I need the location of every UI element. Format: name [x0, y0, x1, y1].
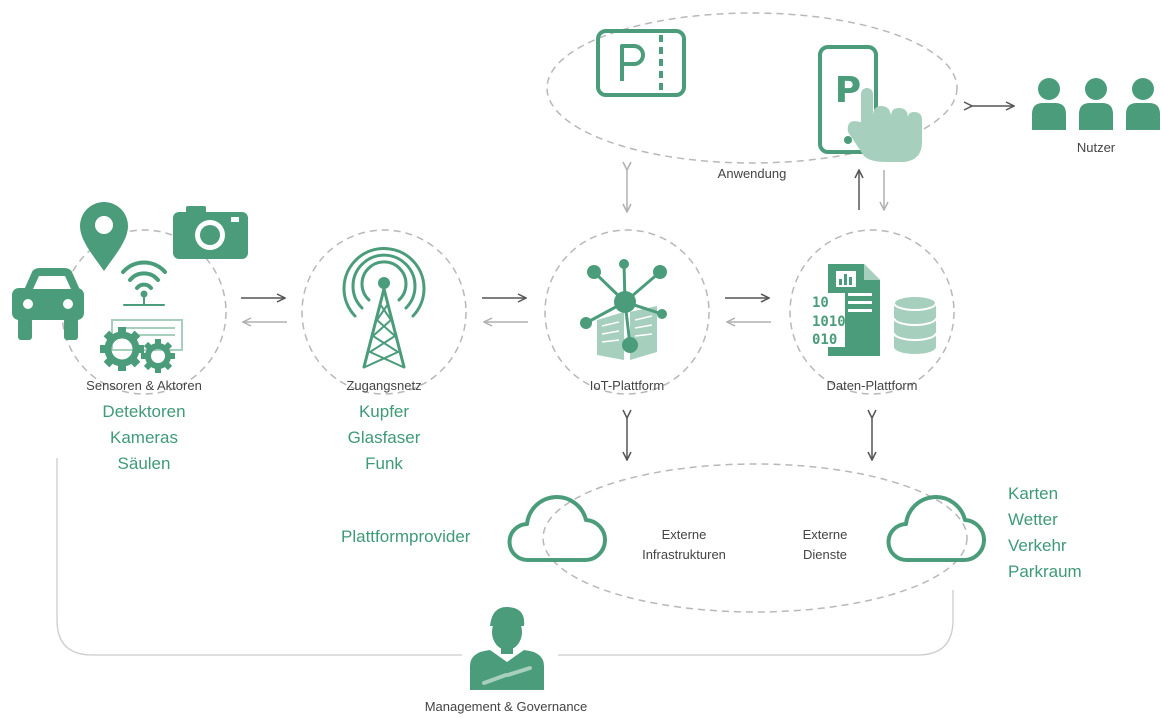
- parking-sign-icon: [596, 29, 686, 97]
- sensors-item-detektoren: Detektoren: [102, 402, 186, 421]
- access-item-kupfer: Kupfer: [358, 402, 410, 421]
- gears-icon: [100, 327, 175, 373]
- service-item-karten: Karten: [1008, 484, 1059, 503]
- manager-icon: [470, 606, 544, 690]
- sensors-item-saeulen: Säulen: [117, 454, 171, 473]
- service-item-wetter: Wetter: [1008, 510, 1058, 529]
- management-title: Management & Governance: [424, 699, 588, 714]
- data-circle: [789, 229, 955, 395]
- access-item-funk: Funk: [365, 454, 403, 473]
- sensors-item-kameras: Kameras: [109, 428, 179, 447]
- application-ellipse: [546, 12, 958, 164]
- hand-pointer-icon: [847, 88, 922, 162]
- access-circle: [301, 229, 467, 395]
- access-title: Zugangsnetz: [346, 378, 422, 393]
- external-services-line2: Dienste: [802, 547, 848, 562]
- svg-text:10: 10: [812, 295, 829, 311]
- cloud-icon: [507, 495, 608, 563]
- access-item-glasfaser: Glasfaser: [347, 428, 421, 447]
- svg-text:010: 010: [812, 332, 837, 348]
- location-pin-icon: [80, 202, 128, 271]
- car-icon: [12, 268, 84, 340]
- cloud-icon: [886, 495, 987, 563]
- management-line: [56, 458, 954, 656]
- camera-icon: [173, 206, 248, 259]
- data-document-icon: 10 10101 010: [811, 264, 880, 356]
- external-infra-line2: Infrastrukturen: [642, 547, 726, 562]
- provider-label: Plattformprovider: [341, 527, 471, 546]
- sensors-title: Sensoren & Aktoren: [86, 378, 202, 393]
- service-item-parkraum: Parkraum: [1008, 562, 1082, 581]
- svg-text:P: P: [835, 70, 861, 111]
- iot-circle: [544, 229, 710, 395]
- external-infra-line1: Externe: [661, 527, 707, 542]
- users-title: Nutzer: [1076, 140, 1116, 155]
- application-title: Anwendung: [717, 166, 787, 181]
- wifi-icon: [121, 260, 167, 306]
- service-item-verkehr: Verkehr: [1008, 536, 1067, 555]
- iot-network-icon: [580, 259, 667, 360]
- data-title: Daten-Plattform: [826, 378, 918, 393]
- iot-title: IoT-Plattform: [589, 378, 665, 393]
- users-icon: [1032, 78, 1160, 130]
- smartphone-parking-icon: P: [818, 45, 878, 154]
- database-icon: [893, 295, 937, 354]
- radio-tower-icon: [342, 246, 426, 369]
- svg-text:10101: 10101: [812, 314, 854, 330]
- external-ellipse: [542, 463, 968, 613]
- external-services-line1: Externe: [802, 527, 848, 542]
